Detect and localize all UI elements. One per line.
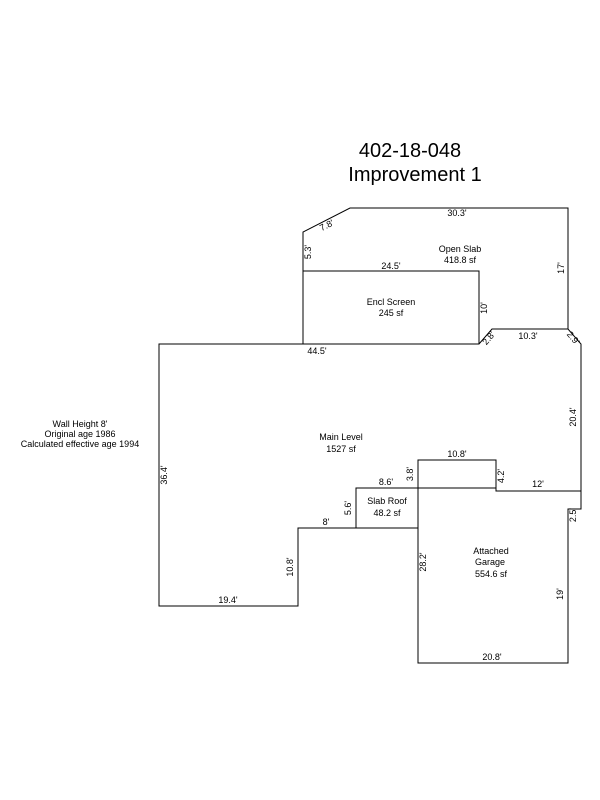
open-slab-name: Open Slab [439,244,482,254]
dim-slab-roof-right: 3.8' [405,467,415,482]
dim-slab-roof-top: 8.6' [379,477,394,487]
dim-open-slab-left: 5.3' [303,245,313,260]
slab-roof-size: 48.2 sf [373,508,401,518]
garage-name-line2: Garage [475,557,505,567]
open-slab-outline [302,207,569,329]
main-level-name: Main Level [319,432,363,442]
dim-open-slab-right: 17' [556,262,566,274]
dim-step-top: 10.8' [447,449,467,459]
dim-step-right: 12' [532,479,544,489]
main-level-outline [158,328,582,607]
improvement-title: Improvement 1 [348,164,481,186]
dim-main-bottom: 19.4' [218,595,238,605]
dim-garage-right: 19' [555,588,565,600]
dim-step-vertical: 4.2' [496,469,506,484]
slab-roof-name: Slab Roof [367,496,407,506]
garage-size: 554.6 sf [475,569,508,579]
encl-screen-size: 245 sf [379,308,404,318]
dim-slab-roof-left: 5.6' [343,501,353,516]
dim-open-slab-diagonal: 7.8' [318,218,335,233]
dim-main-top-right: 10.3' [518,331,538,341]
encl-screen-name: Encl Screen [367,297,416,307]
dim-encl-screen-top: 24.5' [381,261,401,271]
dim-encl-screen-right: 10' [479,302,489,314]
dim-main-left: 36.4' [159,465,169,485]
encl-screen-outline [302,270,480,344]
dim-main-top: 44.5' [307,346,327,356]
dim-garage-left: 28.2' [418,552,428,572]
garage-outline [417,487,582,664]
dim-corner-left-diagonal: 2.8' [480,329,497,347]
open-slab-size: 418.8 sf [444,255,477,265]
parcel-number: 402-18-048 [359,140,461,162]
effective-age-note: Calculated effective age 1994 [21,439,139,449]
original-age-note: Original age 1986 [44,429,115,439]
dim-garage-bottom: 20.8' [482,652,502,662]
dim-corner-right-diagonal: 2.9' [565,329,582,347]
garage-name-line1: Attached [473,546,509,556]
wall-height-note: Wall Height 8' [53,419,108,429]
main-level-size: 1527 sf [326,444,356,454]
dim-open-slab-top: 30.3' [447,208,467,218]
dim-step-left: 8' [323,517,330,527]
dim-garage-notch: 2.5' [568,508,578,523]
dim-main-lower-left: 10.8' [285,557,295,577]
dim-main-right: 20.4' [568,407,578,427]
